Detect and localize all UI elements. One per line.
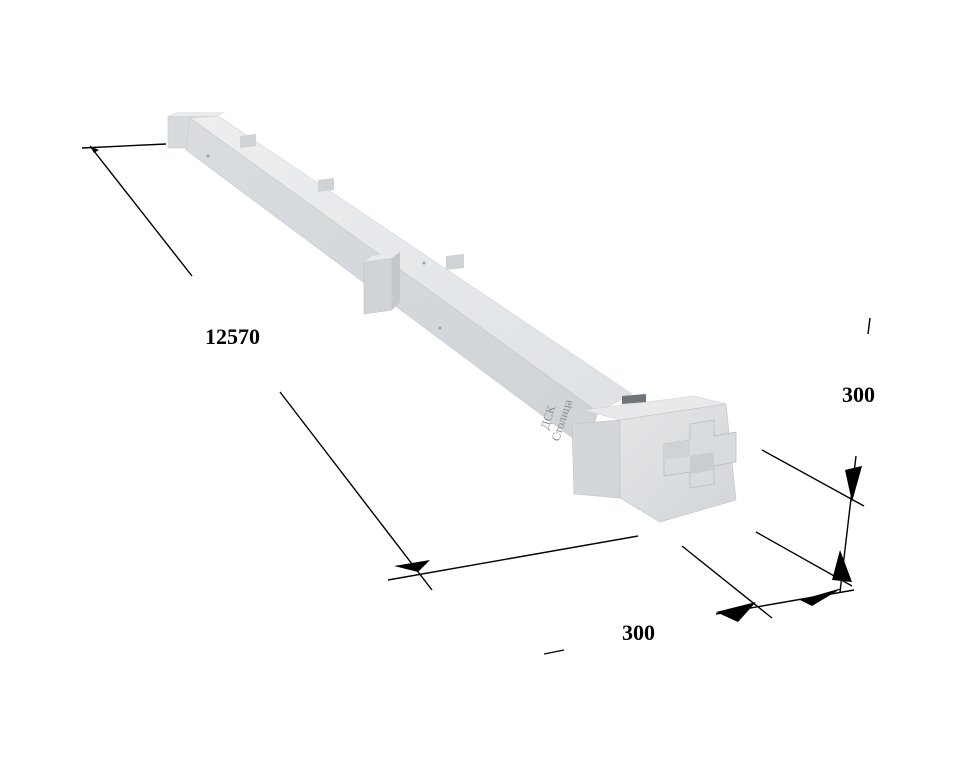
- console-1: [240, 134, 256, 148]
- length-arrow-top: [90, 146, 99, 153]
- length-dimension-line-upper: [89, 145, 193, 277]
- concrete-column: ДСК Столица: [167, 112, 737, 523]
- console-3: [446, 254, 464, 270]
- width-arrow-right: [800, 588, 842, 606]
- height-arrow-bottom: [832, 550, 852, 582]
- length-extension-bottom: [387, 535, 639, 581]
- width-arrow-left: [716, 602, 756, 622]
- length-label: 12570: [205, 324, 260, 349]
- cross-key: [663, 419, 737, 489]
- lifting-hole-1: [206, 154, 210, 158]
- height-label: 300: [842, 382, 875, 407]
- height-dimension: [755, 317, 871, 593]
- length-arrow-bottom: [394, 560, 430, 572]
- column-top-face: [189, 115, 633, 413]
- lifting-hole-3: [438, 326, 442, 330]
- length-extension-top: [81, 143, 167, 149]
- lifting-hole-2: [422, 261, 426, 265]
- console-2: [318, 178, 334, 192]
- length-dimension: [81, 143, 639, 591]
- width-label: 300: [622, 620, 655, 645]
- top-slot: [622, 394, 646, 404]
- height-arrow-top: [845, 466, 862, 502]
- height-extension-top: [761, 449, 865, 507]
- mid-bracket: [363, 252, 400, 315]
- length-dimension-line-lower: [279, 391, 433, 591]
- width-extension-left: [681, 545, 773, 619]
- height-tick: [867, 317, 871, 335]
- width-tick: [543, 649, 565, 655]
- near-end-head: [571, 394, 737, 523]
